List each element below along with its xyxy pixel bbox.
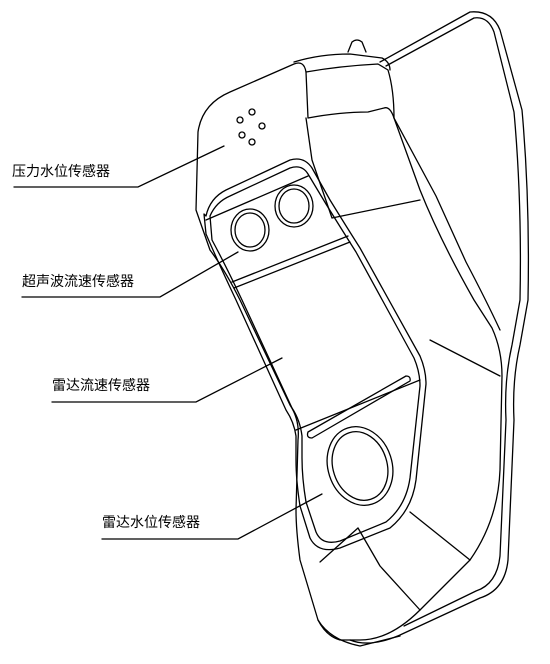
radar-level-lens [326,426,394,506]
leader-line-radar-flow [51,357,283,403]
label-radar-flow-sensor: 雷达流速传感器 [52,378,150,394]
label-ultrasonic-flow-sensor: 超声波流速传感器 [22,274,134,290]
rear-housing-inner-edge [385,17,522,627]
pressure-hole-2 [236,116,244,124]
side-facet-edge-1 [305,63,395,119]
side-facet-edge-6 [357,527,421,611]
front-face-panel [203,158,427,551]
leader-line-radar-level [101,493,323,540]
ultrasonic-transducer-left [230,208,270,252]
pressure-hole-5 [248,138,256,146]
divider-ultrasonic-bottom-2 [233,241,351,289]
rear-housing-outline [349,11,530,644]
label-radar-level-sensor: 雷达水位传感器 [102,515,200,531]
side-facet-edge-4 [429,339,501,377]
front-body-outline [195,62,503,641]
pressure-hole-1 [248,108,256,116]
ultrasonic-transducer-left-inner [234,212,266,248]
leader-line-ultrasonic [21,251,239,298]
front-face-panel-inner [209,166,421,543]
pressure-hole-4 [238,131,246,139]
side-facet-edge-7 [319,527,359,563]
top-bracket [347,39,367,53]
pressure-hole-3 [258,122,266,130]
ultrasonic-transducer-right-inner [278,188,310,224]
bottom-edge [317,619,401,647]
divider-ultrasonic-bottom [231,235,349,283]
label-pressure-level-sensor: 压力水位传感器 [12,164,110,180]
radar-flow-slot [306,375,411,439]
top-cap [293,53,391,71]
divider-radar-flow-bottom [295,379,421,431]
radar-level-lens-inner [331,431,389,501]
side-facet-edge-2 [305,117,421,219]
ultrasonic-transducer-right [274,184,314,228]
leader-line-pressure [13,145,225,188]
side-facet-edge-3 [393,117,501,331]
side-facet-edge-5 [409,511,471,561]
divider-ultrasonic-top [205,175,309,221]
